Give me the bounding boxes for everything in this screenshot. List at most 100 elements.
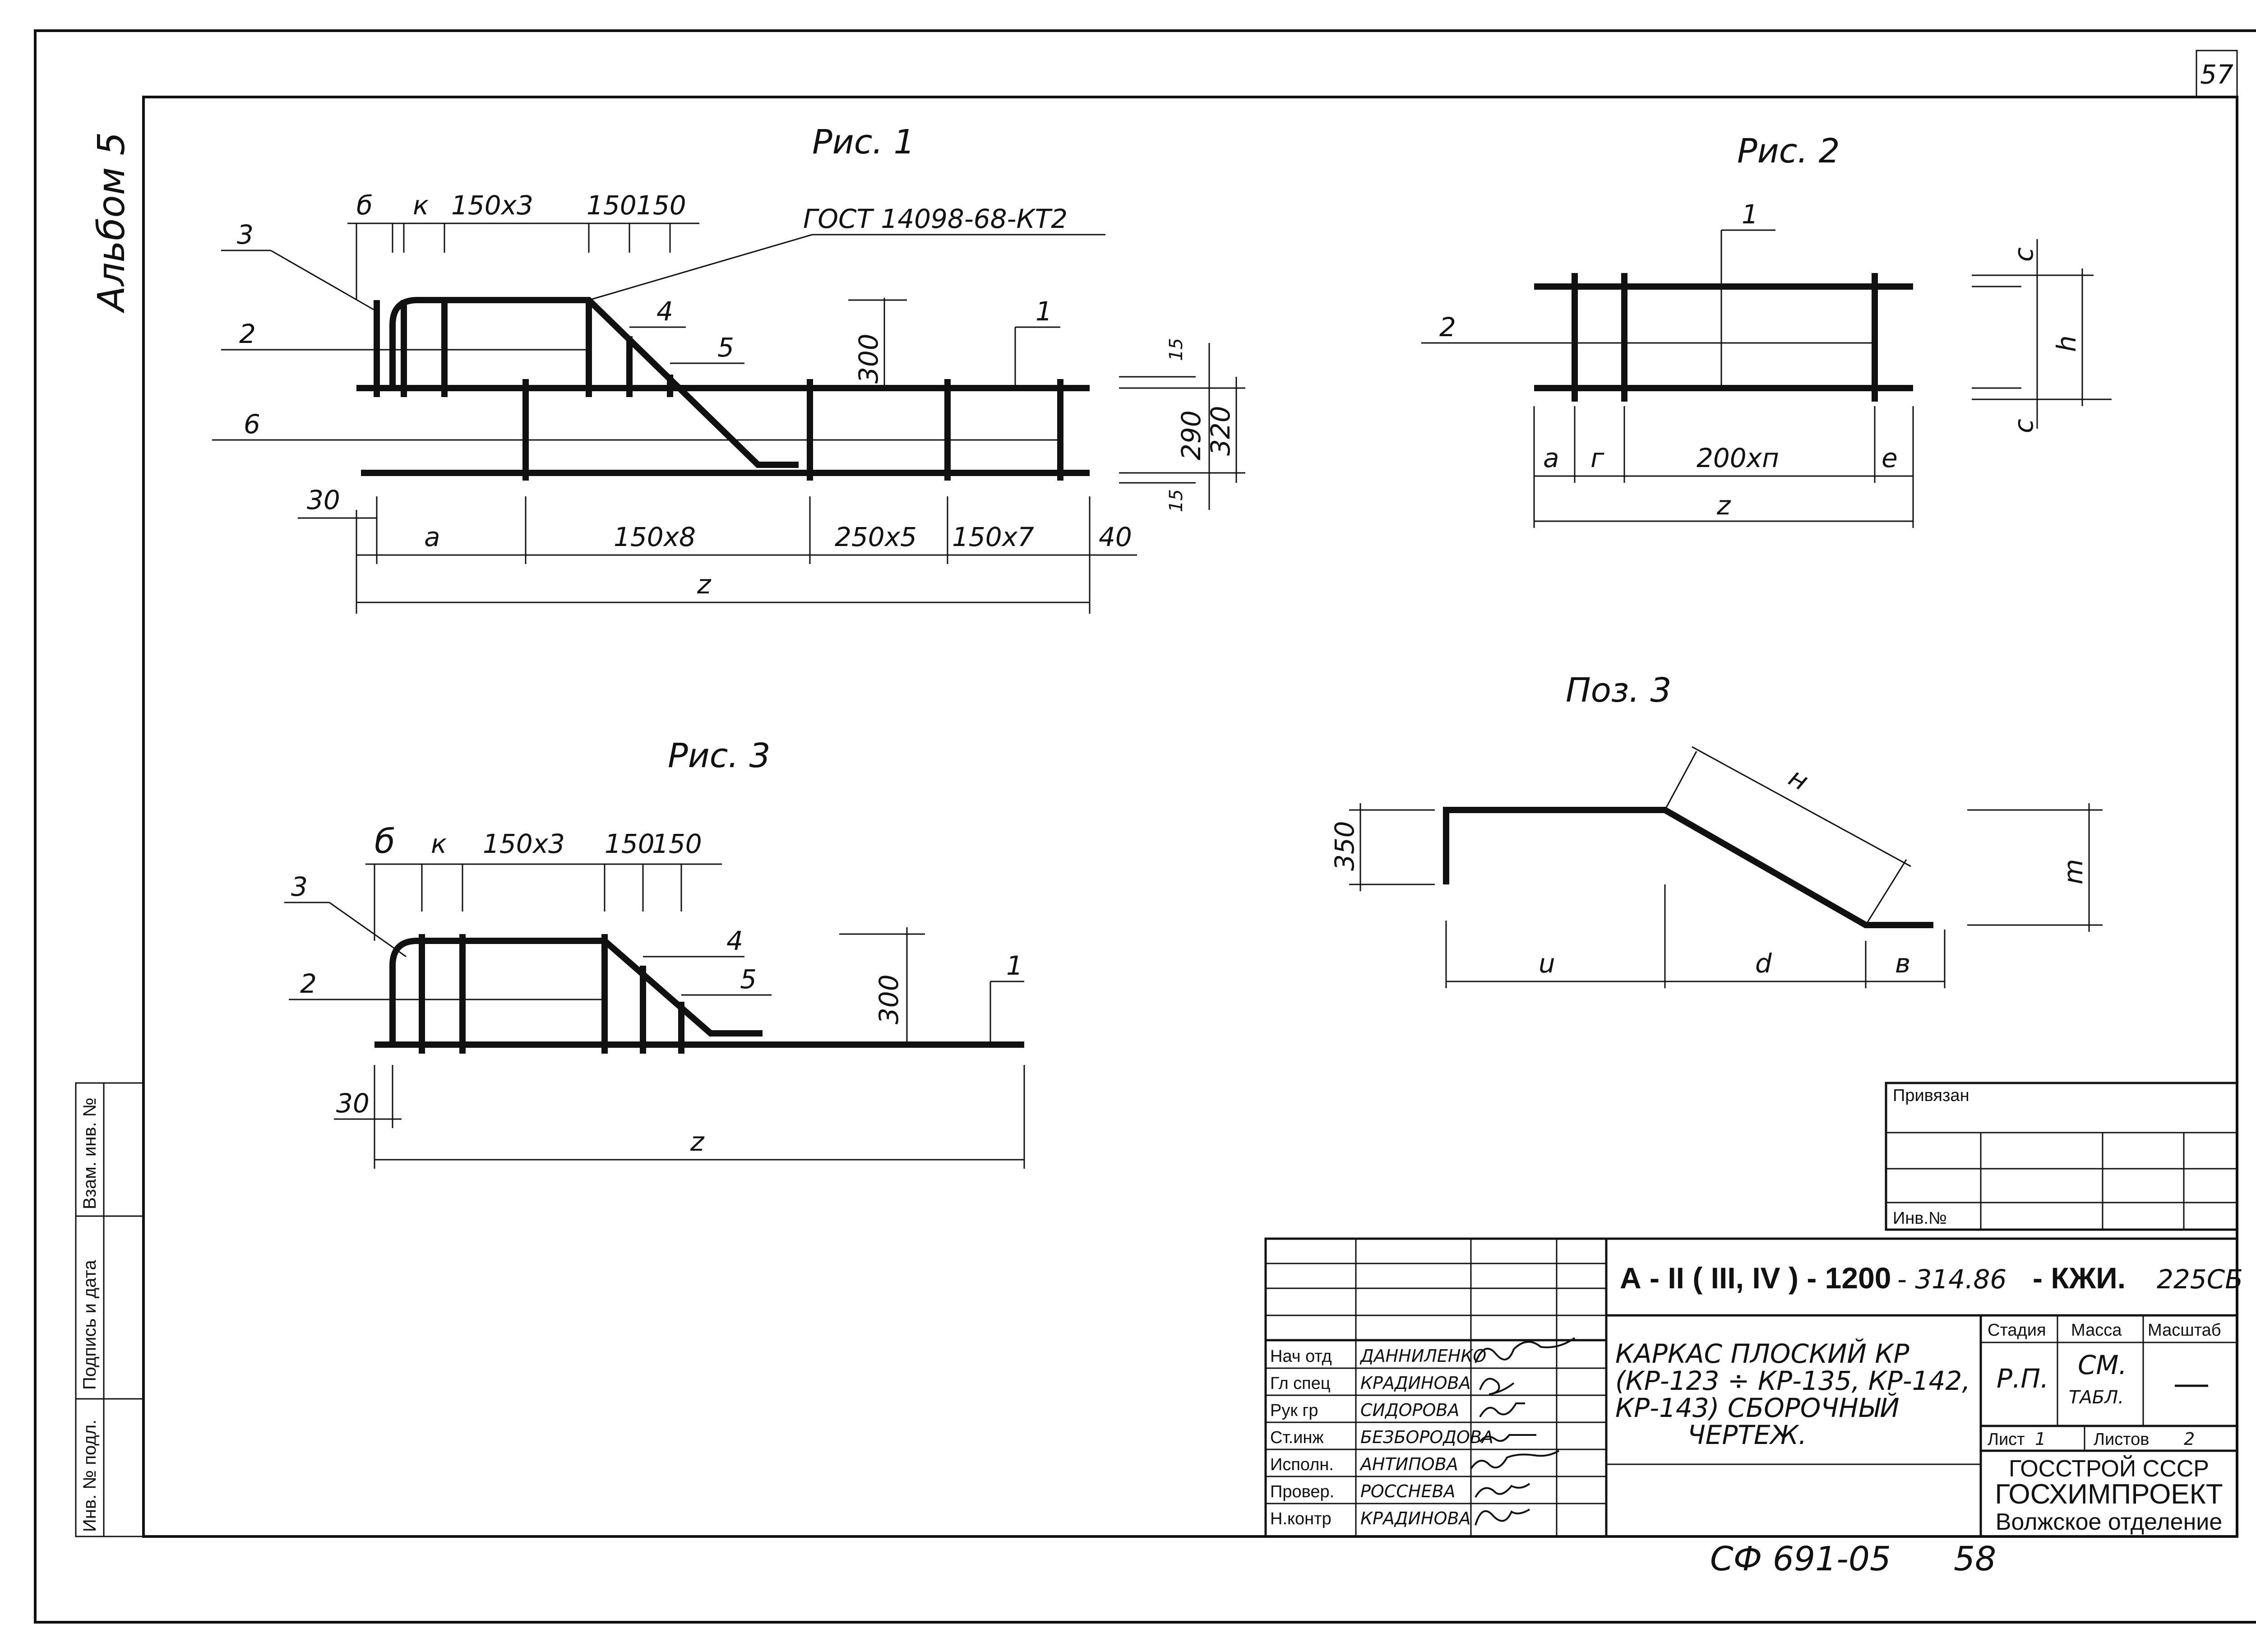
fig2-dim-z: z [1716, 490, 1731, 521]
drawing-code-main: А - II ( III, IV ) - 1200 [1620, 1261, 1891, 1295]
col-stage: Стадия [1988, 1321, 2046, 1340]
fig2-dim-a: а [1543, 443, 1559, 473]
fig1-dim-150x3: 150х3 [451, 190, 533, 221]
fig1-dim-150x8: 150х8 [614, 522, 696, 552]
role-5: Провер. [1270, 1482, 1334, 1501]
fig3-dim-30: 30 [336, 1088, 370, 1119]
album-label: Альбом 5 [90, 132, 133, 314]
figure-1: Рис. 1 б к 150х3 150 150 ГОСТ 14098-68-К… [212, 123, 1245, 614]
title-block: А - II ( III, IV ) - 1200 - 314.86 - КЖИ… [1264, 1237, 2243, 1538]
fig1-dim-320: 320 [1205, 406, 1236, 456]
fig3-dim-300: 300 [874, 974, 904, 1024]
fig1-dim-300: 300 [853, 333, 884, 384]
drawing-code-hand: - 314.86 [1897, 1264, 2006, 1295]
fig1-pos-4: 4 [656, 296, 673, 327]
fig2-dim-h: h [2051, 335, 2082, 352]
outer-frame [34, 29, 2256, 1624]
role-2: Рук гр [1270, 1401, 1318, 1420]
org-line-2: ГОСХИМПРОЕКТ [1995, 1479, 2223, 1510]
name-4: АНТИПОВА [1359, 1454, 1458, 1474]
name-1: КРАДИНОВА [1360, 1373, 1471, 1393]
fig3-title: Рис. 3 [668, 736, 771, 775]
fig3-pos-1: 1 [1006, 950, 1023, 981]
name-6: КРАДИНОВА [1360, 1509, 1471, 1528]
sheets-value: 2 [2184, 1429, 2195, 1449]
mass-value-2: ТАБЛ. [2069, 1387, 2124, 1408]
description-line-3: КР-143) СБОРОЧНЫЙ [1615, 1392, 1900, 1423]
fig1-pos-1: 1 [1036, 296, 1052, 327]
figure-2: Рис. 2 1 2 с h с а г 200хп е z [1421, 132, 2112, 528]
fig1-dim-30: 30 [307, 485, 340, 515]
fig1-dim-b: б [356, 190, 373, 221]
fig1-dim-250x5: 250х5 [835, 522, 917, 552]
fig3-pos-2: 2 [300, 968, 317, 999]
pos3-dim-h: н [1784, 762, 1813, 797]
scale-value: — [2175, 1364, 2208, 1402]
fig3-dim-b: б [374, 822, 395, 861]
fig1-dim-40: 40 [1099, 522, 1132, 552]
fig1-pos-6: 6 [244, 409, 260, 440]
stage-value: Р.П. [1997, 1363, 2048, 1394]
name-5: РОССНЕВА [1360, 1481, 1456, 1501]
fig2-dim-g: г [1590, 443, 1604, 473]
pos3-title: Поз. 3 [1566, 671, 1671, 710]
fig2-dim-e: е [1882, 443, 1898, 473]
fig1-dim-a: а [424, 522, 440, 552]
fig3-dim-z: z [690, 1126, 705, 1157]
fig3-dim-k: к [431, 828, 447, 859]
fig2-pos-2: 2 [1439, 312, 1456, 342]
stamp-vzam: Взам. инв. № [80, 1097, 100, 1209]
fig1-pos-3: 3 [237, 219, 254, 250]
fig1-dim-15a: 15 [1166, 338, 1187, 361]
drawing-code-tail: 225СБ [2157, 1264, 2243, 1295]
fig1-dim-150a: 150 [587, 190, 637, 221]
drawing-code-suffix: - КЖИ. [2033, 1261, 2126, 1295]
fig3-dim-150x3: 150х3 [483, 828, 565, 859]
bottom-number: 58 [1954, 1540, 1996, 1578]
pos3-dim-v: в [1895, 948, 1910, 979]
description-line-4: ЧЕРТЕЖ. [1687, 1420, 1807, 1450]
fig2-title: Рис. 2 [1737, 132, 1840, 171]
role-6: Н.контр [1270, 1509, 1331, 1528]
pos3-dim-u: u [1539, 948, 1555, 979]
mass-value-1: СМ. [2078, 1350, 2127, 1380]
side-stamp: Взам. инв. № Подпись и дата Инв. № подл. [75, 1082, 144, 1537]
figure-3: Рис. 3 б к 150х3 150 150 3 2 4 5 1 [284, 736, 1025, 1169]
description-line-1: КАРКАС ПЛОСКИЙ КР [1615, 1338, 1909, 1369]
name-2: СИДОРОВА [1360, 1400, 1459, 1420]
pos3-dim-d: d [1755, 948, 1772, 979]
stamp-inv: Инв. № подл. [80, 1420, 100, 1532]
page-number-box [2196, 50, 2238, 98]
role-0: Нач отд [1270, 1347, 1332, 1366]
col-scale: Масштаб [2148, 1321, 2221, 1340]
pos3-dim-350: 350 [1329, 821, 1360, 871]
fig3-dim-150b: 150 [652, 828, 702, 859]
fig2-pos-1: 1 [1742, 199, 1758, 230]
fig1-dim-z: z [697, 569, 712, 600]
inv-no-label: Инв.№ [1893, 1209, 1947, 1228]
fig1-pos-2: 2 [239, 319, 256, 349]
fig2-dim-c2: с [2008, 419, 2039, 433]
fig2-dim-200xn: 200хп [1697, 443, 1779, 473]
fig1-dim-150x7: 150х7 [952, 522, 1034, 552]
privyazan-label: Привязан [1893, 1086, 1969, 1105]
fig1-gost: ГОСТ 14098-68-КТ2 [803, 204, 1068, 234]
fig1-dim-k: к [413, 190, 429, 221]
fig1-dim-290: 290 [1176, 410, 1207, 460]
fig3-pos-4: 4 [726, 925, 743, 956]
col-mass: Масса [2071, 1321, 2122, 1340]
fig1-pos-5: 5 [717, 332, 734, 363]
sheet-value: 1 [2035, 1429, 2046, 1449]
fig1-dim-15b: 15 [1166, 489, 1187, 512]
fig1-title: Рис. 1 [812, 123, 915, 162]
role-3: Ст.инж [1270, 1428, 1324, 1447]
fig3-pos-5: 5 [740, 964, 757, 995]
fig1-dim-150b: 150 [636, 190, 686, 221]
bottom-code: СФ 691-05 [1710, 1540, 1891, 1578]
position-3-detail: Поз. 3 350 н m u d в [1329, 671, 2103, 988]
sheets-label: Листов [2094, 1430, 2149, 1449]
org-line-1: ГОССТРОЙ СССР [2009, 1455, 2209, 1482]
fig3-dim-150a: 150 [605, 828, 655, 859]
pos3-dim-m: m [2058, 859, 2089, 885]
